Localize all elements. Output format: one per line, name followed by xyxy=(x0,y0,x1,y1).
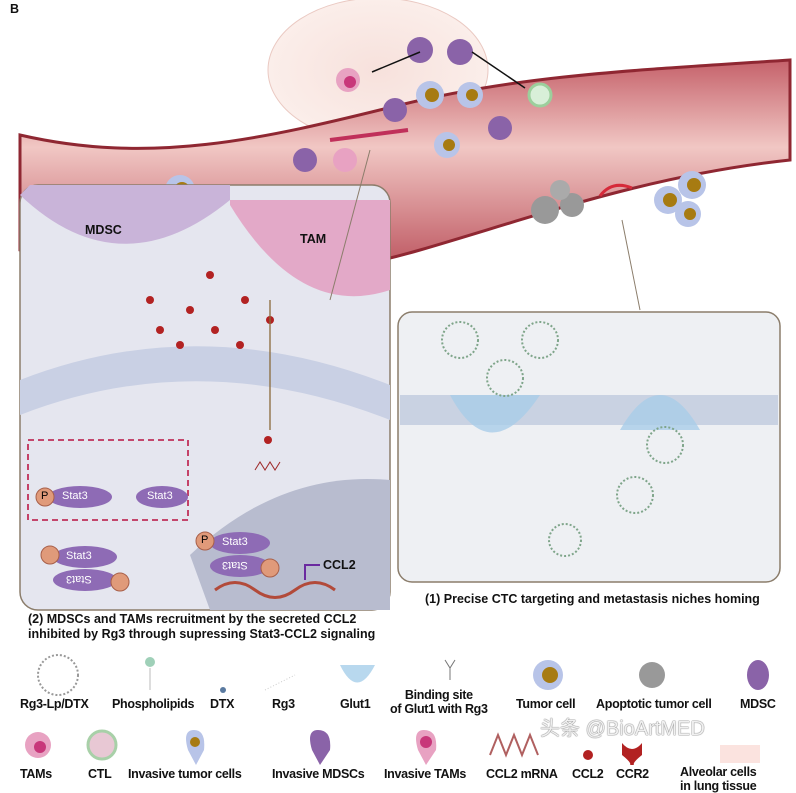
liposomes xyxy=(441,321,684,557)
legend-mdsc: MDSC xyxy=(740,697,776,711)
stat3-label: Stat3 xyxy=(66,573,92,585)
tam-label: TAM xyxy=(300,232,327,246)
legend-invasive-tams: Invasive TAMs xyxy=(384,767,467,781)
stat3-label: Stat3 xyxy=(66,550,92,562)
stat3-label: Stat3 xyxy=(147,490,173,502)
legend-glut1: Glut1 xyxy=(340,697,371,711)
tissue-cells xyxy=(293,37,553,172)
legend-apoptotic-tumor-cell: Apoptotic tumor cell xyxy=(596,697,712,711)
legend-dtx: DTX xyxy=(210,697,235,711)
mdsc-membrane xyxy=(20,185,230,244)
legend-alveolar-cells: Alveolar cells in lung tissue xyxy=(680,765,757,793)
mdsc-label: MDSC xyxy=(85,223,122,237)
left-caption-line1: (2) MDSCs and TAMs recruitment by the se… xyxy=(28,612,357,626)
glut1-receptor xyxy=(620,395,700,430)
vessel-cells xyxy=(165,171,706,227)
promoter-arrow xyxy=(304,564,320,580)
stat3-label: Stat3 xyxy=(222,536,248,548)
right-caption: (1) Precise CTC targeting and metastasis… xyxy=(425,592,760,606)
right-inset-panel xyxy=(397,311,781,583)
ccl2-gene-label: CCL2 xyxy=(323,558,356,572)
legend-rg3-lp-dtx: Rg3-Lp/DTX xyxy=(20,697,89,711)
ccl2-mrna xyxy=(254,461,281,471)
legend-icons-row1 xyxy=(37,654,769,696)
connector-line xyxy=(329,149,371,301)
phospho-label: P xyxy=(41,490,49,502)
cell-membrane xyxy=(20,346,390,420)
legend-binding-site: Binding site of Glut1 with Rg3 xyxy=(390,688,488,716)
watermark: 头条 @BioArtMED xyxy=(540,718,705,740)
legend-rg3: Rg3 xyxy=(272,697,295,711)
left-caption-line2: inhibited by Rg3 through supressing Stat… xyxy=(28,627,376,641)
panel-label: B xyxy=(10,2,20,16)
legend-invasive-mdscs: Invasive MDSCs xyxy=(272,767,365,781)
inhibition-line xyxy=(471,51,526,89)
connector-line xyxy=(621,219,641,311)
legend-tumor-cell: Tumor cell xyxy=(516,697,576,711)
phospho-label: P xyxy=(201,534,209,546)
legend-invasive-tumor-cells: Invasive tumor cells xyxy=(128,767,242,781)
dna-strand xyxy=(214,581,336,599)
nucleus xyxy=(190,478,390,610)
stat3-proteins xyxy=(48,486,270,591)
legend-ctl: CTL xyxy=(88,767,112,781)
inhibition-mark xyxy=(329,128,409,142)
legend-ccl2: CCL2 xyxy=(572,767,604,781)
legend-tams: TAMs xyxy=(20,767,52,781)
legend-phospholipids: Phospholipids xyxy=(112,697,195,711)
legend-ccr2: CCR2 xyxy=(616,767,649,781)
stat3-label: Stat3 xyxy=(62,490,88,502)
phospho-groups xyxy=(35,487,280,592)
legend-icons-row2 xyxy=(25,729,760,765)
activation-arrow xyxy=(371,51,421,73)
glut1-receptor xyxy=(450,395,540,433)
inhibition-box xyxy=(27,439,189,521)
legend-ccl2-mrna: CCL2 mRNA xyxy=(486,767,558,781)
stat3-label: Stat3 xyxy=(222,559,248,571)
